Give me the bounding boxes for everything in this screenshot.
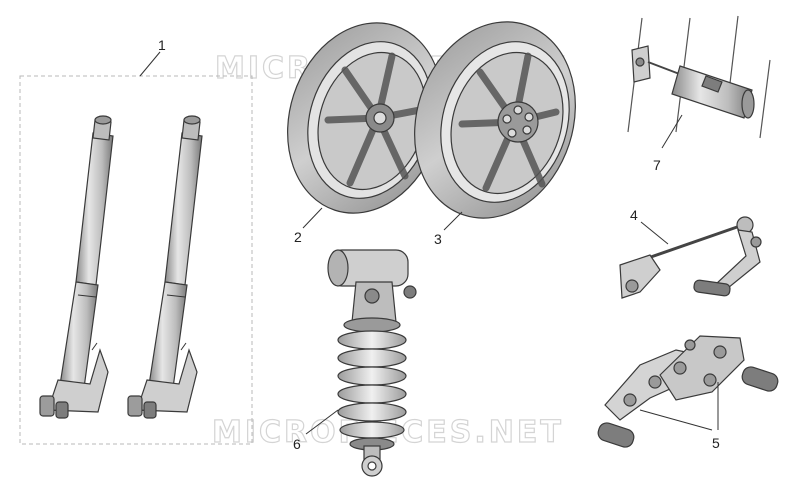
- callout-1: 1: [158, 37, 166, 53]
- leader-5b: [639, 409, 713, 431]
- leader-6: [305, 409, 339, 435]
- part-steering-damper: 7: [627, 15, 771, 173]
- callout-6: 6: [293, 436, 301, 452]
- fork-right: [127, 115, 203, 419]
- callout-7: 7: [653, 157, 661, 173]
- callout-5: 5: [712, 435, 720, 451]
- leader-4: [640, 221, 669, 245]
- part-rear-wheel: 3: [414, 21, 576, 247]
- leader-3: [443, 211, 463, 231]
- leader-7: [661, 114, 683, 149]
- fork-group-box: [19, 75, 253, 445]
- leader-2: [302, 207, 323, 229]
- leader-1: [139, 51, 161, 77]
- part-front-forks: 1: [19, 37, 253, 445]
- part-gear-shift: 4: [619, 207, 762, 299]
- part-front-wheel: 2: [287, 22, 443, 245]
- fork-left: [39, 115, 114, 419]
- part-rear-shock: 6: [293, 249, 417, 477]
- part-footpegs: 5: [597, 335, 779, 451]
- callout-3: 3: [434, 231, 442, 247]
- callout-4: 4: [630, 207, 638, 223]
- callout-2: 2: [294, 229, 302, 245]
